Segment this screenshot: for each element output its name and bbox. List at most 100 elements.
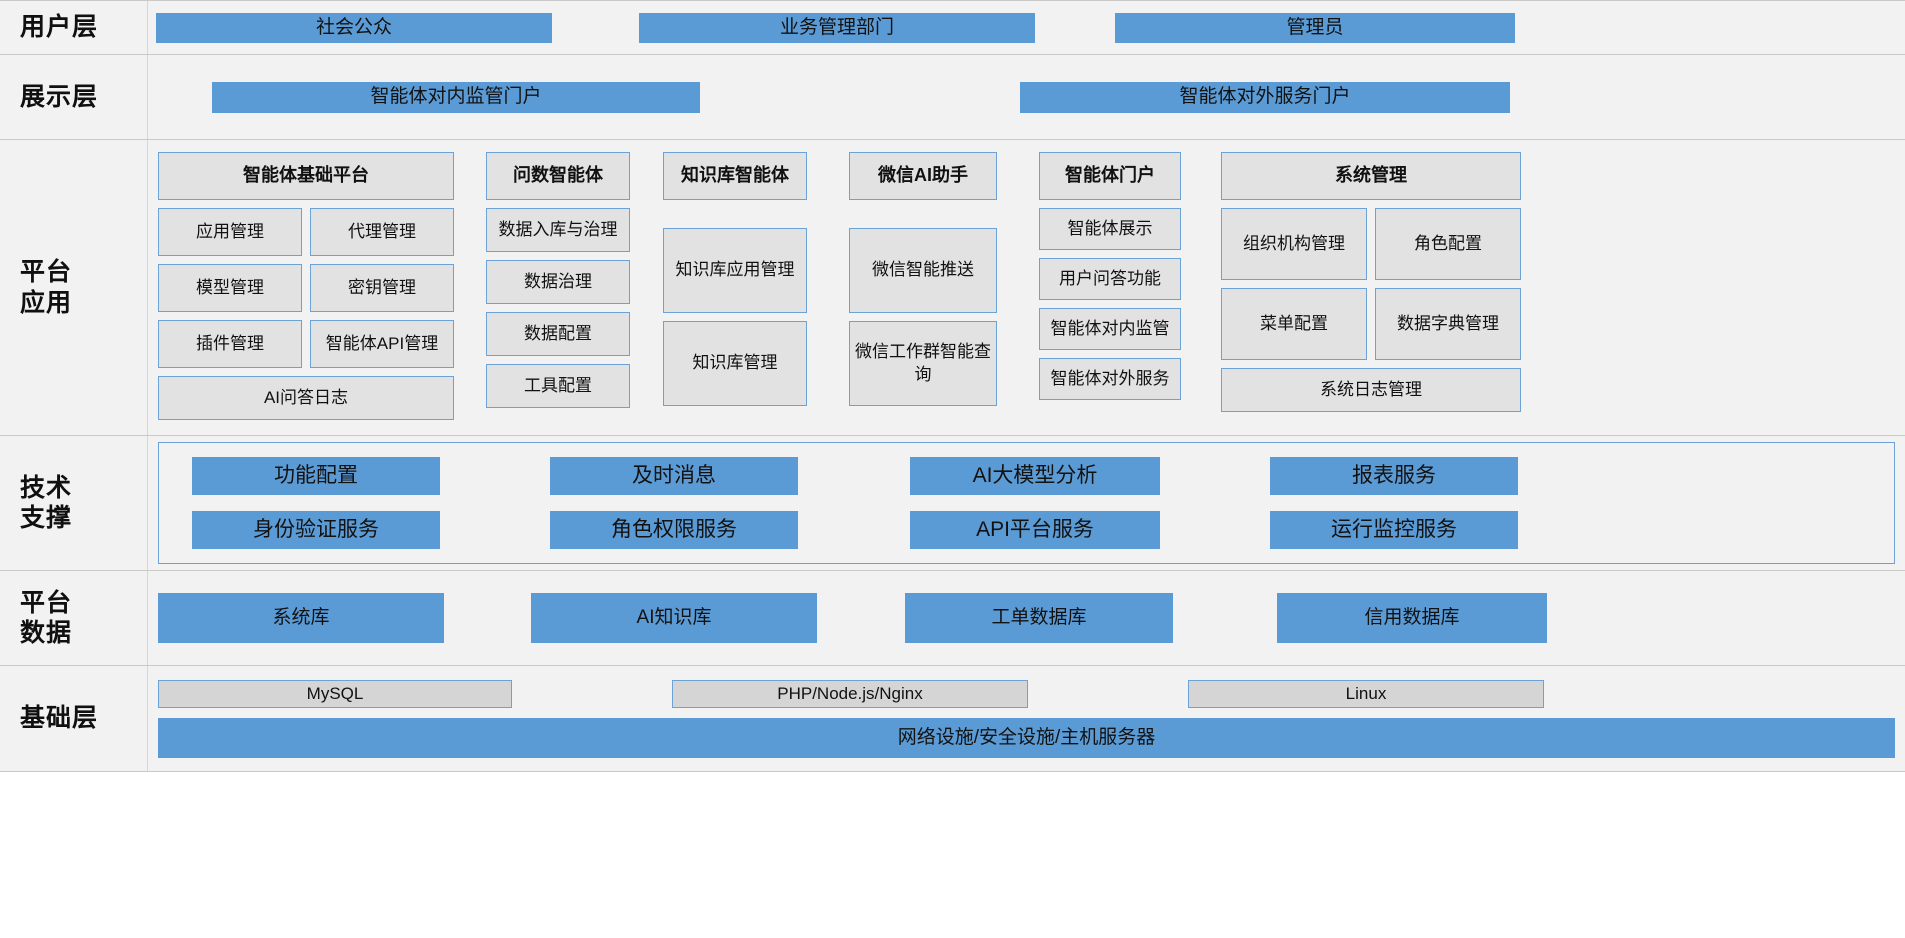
layer-label-infrastructure-text: 基础层 xyxy=(20,704,99,733)
layer-body-user: 社会公众 业务管理部门 管理员 xyxy=(148,1,1905,54)
app-column-system-management: 系统管理 组织机构管理 角色配置 菜单配置 数据字典管理 系统日志管理 xyxy=(1221,152,1521,412)
app-item-user-qa-function[interactable]: 用户问答功能 xyxy=(1039,258,1181,300)
tech-support-row-2: 身份验证服务 角色权限服务 API平台服务 运行监控服务 xyxy=(159,511,1894,549)
layer-label-user-text: 用户层 xyxy=(20,13,99,42)
app-item-data-governance[interactable]: 数据治理 xyxy=(486,260,630,304)
app-column-knowledge-base-agent: 知识库智能体 知识库应用管理 知识库管理 xyxy=(663,152,807,406)
user-box-administrator[interactable]: 管理员 xyxy=(1115,12,1515,43)
layer-label-platform-data-line2: 数据 xyxy=(20,619,73,647)
app-pair-row: 模型管理 密钥管理 xyxy=(158,264,454,312)
tech-item-identity-auth-service[interactable]: 身份验证服务 xyxy=(192,511,440,549)
app-item-agent-api-management[interactable]: 智能体API管理 xyxy=(310,320,454,368)
layer-label-tech-support-line1: 技术 xyxy=(20,473,73,502)
app-item-agent-management[interactable]: 代理管理 xyxy=(310,208,454,256)
layer-user: 用户层 社会公众 业务管理部门 管理员 xyxy=(0,0,1905,55)
spacer xyxy=(849,208,997,220)
user-box-business-dept[interactable]: 业务管理部门 xyxy=(639,12,1035,43)
layer-tech-support: 技术 支撑 功能配置 及时消息 AI大模型分析 报表服务 身份验证服务 角色权限… xyxy=(0,436,1905,571)
tech-item-api-platform-service[interactable]: API平台服务 xyxy=(910,511,1160,549)
layer-platform-application: 平台 应用 智能体基础平台 应用管理 代理管理 模型管理 密钥管理 xyxy=(0,140,1905,436)
layer-label-platform-app-line1: 平台 xyxy=(20,258,73,286)
app-item-key-management[interactable]: 密钥管理 xyxy=(310,264,454,312)
spacer xyxy=(663,208,807,220)
data-item-ai-knowledge-db[interactable]: AI知识库 xyxy=(531,593,817,643)
layer-label-presentation-text: 展示层 xyxy=(20,82,99,111)
app-column-head-knowledge-base-agent[interactable]: 知识库智能体 xyxy=(663,152,807,200)
data-item-credit-db[interactable]: 信用数据库 xyxy=(1277,593,1547,643)
app-item-system-log-management[interactable]: 系统日志管理 xyxy=(1221,368,1521,412)
app-item-wechat-smart-push[interactable]: 微信智能推送 xyxy=(849,228,997,313)
app-item-tool-configuration[interactable]: 工具配置 xyxy=(486,364,630,408)
layer-label-platform-data-line1: 平台 xyxy=(20,588,73,617)
tech-support-frame: 功能配置 及时消息 AI大模型分析 报表服务 身份验证服务 角色权限服务 API… xyxy=(158,442,1895,564)
tech-support-row-1: 功能配置 及时消息 AI大模型分析 报表服务 xyxy=(159,457,1894,495)
layer-platform-data: 平台 数据 系统库 AI知识库 工单数据库 信用数据库 xyxy=(0,571,1905,666)
tech-item-function-configuration[interactable]: 功能配置 xyxy=(192,457,440,495)
tech-item-operation-monitoring-service[interactable]: 运行监控服务 xyxy=(1270,511,1518,549)
layer-label-user: 用户层 xyxy=(0,1,148,54)
app-item-agent-internal-supervision[interactable]: 智能体对内监管 xyxy=(1039,308,1181,350)
app-item-agent-external-service[interactable]: 智能体对外服务 xyxy=(1039,358,1181,400)
app-column-head-data-query-agent[interactable]: 问数智能体 xyxy=(486,152,630,200)
app-item-menu-configuration[interactable]: 菜单配置 xyxy=(1221,288,1367,360)
app-column-head-system-management[interactable]: 系统管理 xyxy=(1221,152,1521,200)
tech-item-instant-message[interactable]: 及时消息 xyxy=(550,457,798,495)
app-item-data-configuration[interactable]: 数据配置 xyxy=(486,312,630,356)
tech-item-ai-large-model-analysis[interactable]: AI大模型分析 xyxy=(910,457,1160,495)
layer-body-platform-data: 系统库 AI知识库 工单数据库 信用数据库 xyxy=(148,571,1905,665)
layer-label-platform-data: 平台 数据 xyxy=(0,571,148,665)
app-pair-row: 组织机构管理 角色配置 xyxy=(1221,208,1521,280)
infrastructure-top-row: MySQL PHP/Node.js/Nginx Linux xyxy=(158,679,1895,708)
app-column-head-agent-base-platform[interactable]: 智能体基础平台 xyxy=(158,152,454,200)
app-item-kb-application-management[interactable]: 知识库应用管理 xyxy=(663,228,807,313)
app-pair-row: 插件管理 智能体API管理 xyxy=(158,320,454,368)
infra-item-linux[interactable]: Linux xyxy=(1188,679,1544,708)
app-pair-row: 应用管理 代理管理 xyxy=(158,208,454,256)
presentation-box-internal-portal[interactable]: 智能体对内监管门户 xyxy=(212,81,700,113)
data-item-work-order-db[interactable]: 工单数据库 xyxy=(905,593,1173,643)
presentation-box-external-portal[interactable]: 智能体对外服务门户 xyxy=(1020,81,1510,113)
user-box-public[interactable]: 社会公众 xyxy=(156,12,552,43)
app-item-org-structure-management[interactable]: 组织机构管理 xyxy=(1221,208,1367,280)
layer-body-tech-support: 功能配置 及时消息 AI大模型分析 报表服务 身份验证服务 角色权限服务 API… xyxy=(148,436,1905,570)
app-item-role-configuration[interactable]: 角色配置 xyxy=(1375,208,1521,280)
layer-presentation: 展示层 智能体对内监管门户 智能体对外服务门户 xyxy=(0,55,1905,140)
layer-label-platform-application: 平台 应用 xyxy=(0,140,148,435)
user-row: 社会公众 业务管理部门 管理员 xyxy=(156,12,1897,43)
app-item-data-ingest-governance[interactable]: 数据入库与治理 xyxy=(486,208,630,252)
app-column-agent-base-platform: 智能体基础平台 应用管理 代理管理 模型管理 密钥管理 插件管理 智能体API管… xyxy=(158,152,454,420)
app-column-head-agent-portal[interactable]: 智能体门户 xyxy=(1039,152,1181,200)
app-item-ai-qa-log[interactable]: AI问答日志 xyxy=(158,376,454,420)
app-item-application-management[interactable]: 应用管理 xyxy=(158,208,302,256)
infra-item-network-security-host-server[interactable]: 网络设施/安全设施/主机服务器 xyxy=(158,717,1895,758)
layer-label-infrastructure: 基础层 xyxy=(0,666,148,771)
tech-item-report-service[interactable]: 报表服务 xyxy=(1270,457,1518,495)
layer-body-infrastructure: MySQL PHP/Node.js/Nginx Linux 网络设施/安全设施/… xyxy=(148,666,1905,771)
presentation-row: 智能体对内监管门户 智能体对外服务门户 xyxy=(156,81,1897,113)
app-item-model-management[interactable]: 模型管理 xyxy=(158,264,302,312)
app-column-head-wechat-ai-assistant[interactable]: 微信AI助手 xyxy=(849,152,997,200)
layer-infrastructure: 基础层 MySQL PHP/Node.js/Nginx Linux 网络设施/安… xyxy=(0,666,1905,772)
tech-item-role-permission-service[interactable]: 角色权限服务 xyxy=(550,511,798,549)
infrastructure-bottom-row: 网络设施/安全设施/主机服务器 xyxy=(158,717,1895,758)
app-pair-row: 菜单配置 数据字典管理 xyxy=(1221,288,1521,360)
infra-item-mysql[interactable]: MySQL xyxy=(158,679,512,708)
layer-body-presentation: 智能体对内监管门户 智能体对外服务门户 xyxy=(148,55,1905,139)
app-item-data-dictionary-management[interactable]: 数据字典管理 xyxy=(1375,288,1521,360)
app-column-wechat-ai-assistant: 微信AI助手 微信智能推送 微信工作群智能查询 xyxy=(849,152,997,406)
app-item-wechat-group-smart-query[interactable]: 微信工作群智能查询 xyxy=(849,321,997,406)
app-item-plugin-management[interactable]: 插件管理 xyxy=(158,320,302,368)
data-item-system-db[interactable]: 系统库 xyxy=(158,593,444,643)
infra-item-php-node-nginx[interactable]: PHP/Node.js/Nginx xyxy=(672,679,1028,708)
layer-label-platform-app-line2: 应用 xyxy=(20,288,73,317)
app-item-kb-management[interactable]: 知识库管理 xyxy=(663,321,807,406)
platform-data-row: 系统库 AI知识库 工单数据库 信用数据库 xyxy=(158,593,1895,643)
layer-label-presentation: 展示层 xyxy=(0,55,148,139)
platform-app-columns: 智能体基础平台 应用管理 代理管理 模型管理 密钥管理 插件管理 智能体API管… xyxy=(158,152,1895,420)
layer-body-platform-application: 智能体基础平台 应用管理 代理管理 模型管理 密钥管理 插件管理 智能体API管… xyxy=(148,140,1905,435)
app-item-agent-showcase[interactable]: 智能体展示 xyxy=(1039,208,1181,250)
app-column-data-query-agent: 问数智能体 数据入库与治理 数据治理 数据配置 工具配置 xyxy=(486,152,630,408)
layer-label-tech-support-line2: 支撑 xyxy=(20,504,73,532)
layer-label-tech-support: 技术 支撑 xyxy=(0,436,148,570)
